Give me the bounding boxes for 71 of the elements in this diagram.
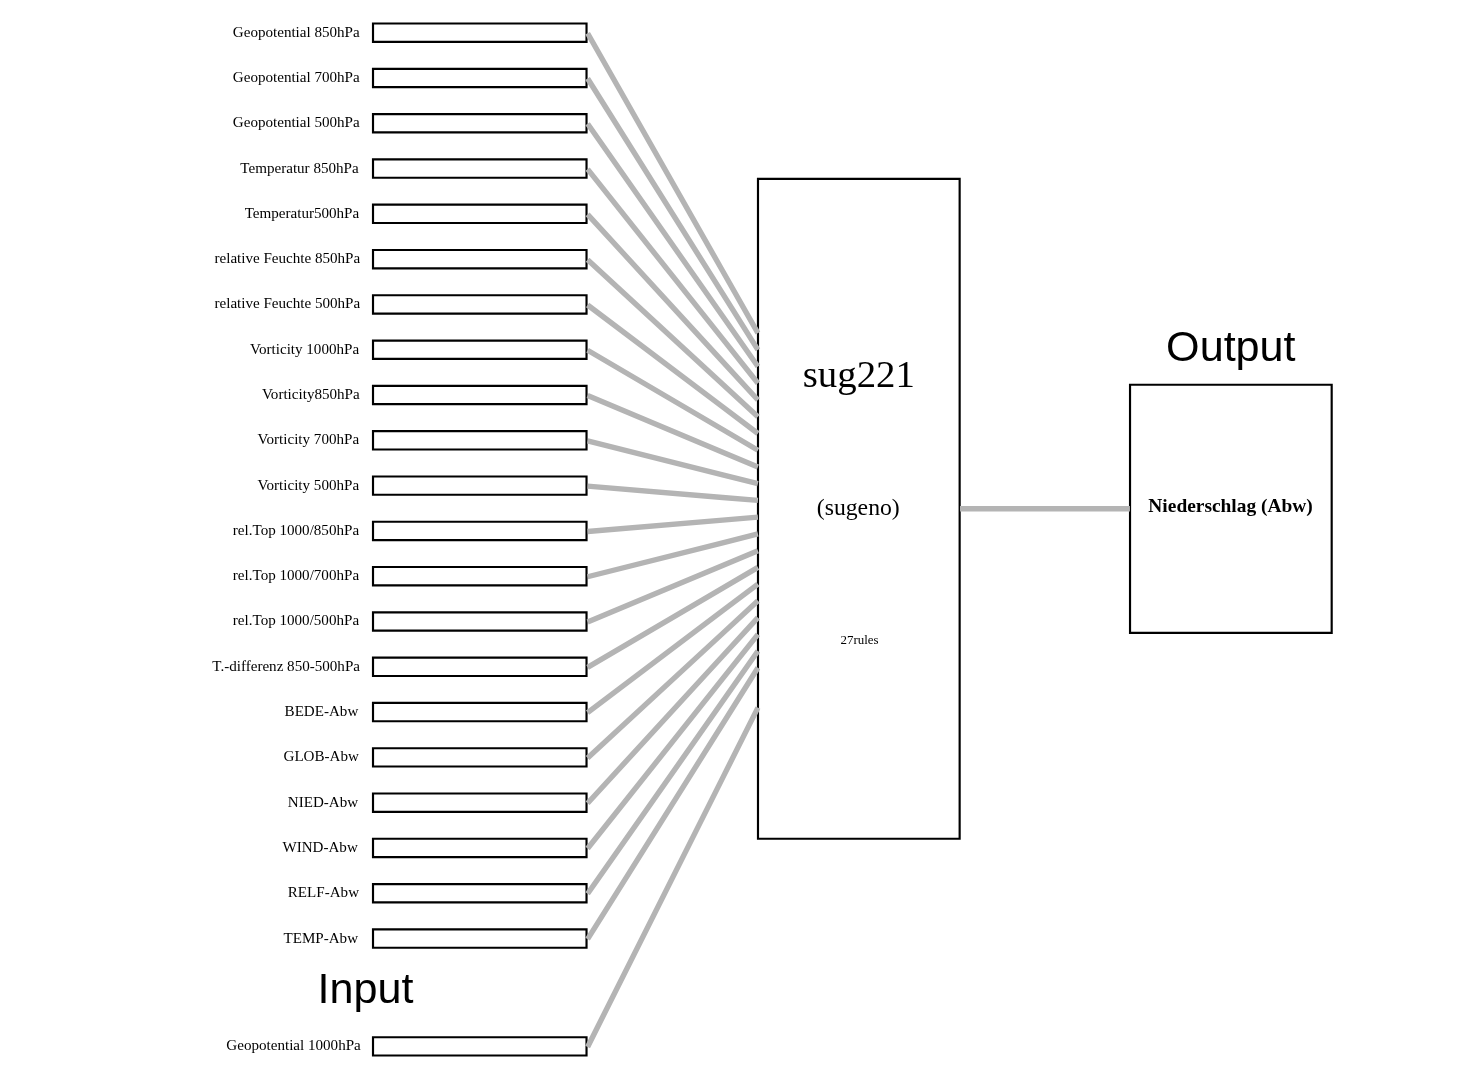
node-label: Vorticity 700hPa	[257, 431, 359, 448]
connector	[584, 666, 760, 941]
node-box	[371, 611, 588, 632]
node-box	[371, 248, 588, 270]
connector	[586, 438, 759, 487]
connector	[585, 581, 760, 715]
connector	[585, 598, 760, 760]
node-label: WIND-Abw	[281, 838, 358, 855]
node-box	[371, 520, 588, 542]
node-box	[371, 1036, 588, 1057]
node-label: Geopotential 500hPa	[232, 114, 360, 131]
connector	[585, 615, 760, 805]
connector	[585, 167, 760, 385]
node-label: relative Feuchte 850hPa	[213, 250, 360, 267]
node-box	[371, 203, 588, 225]
node-box	[371, 656, 588, 678]
connector	[585, 632, 760, 851]
node-label: rel.Top 1000/700hPa	[232, 567, 359, 584]
node-box	[371, 158, 588, 179]
connector	[584, 706, 760, 1049]
node-box: Niederschlag (Abw)	[1128, 383, 1333, 634]
node-label: T.-differenz 850-500hPa	[211, 657, 360, 674]
connector	[585, 302, 760, 436]
node-label: Temperatur 850hPa	[239, 159, 359, 176]
node-label: relative Feuchte 500hPa	[213, 295, 360, 312]
connector	[584, 77, 760, 352]
connector	[585, 212, 760, 402]
connector	[584, 122, 760, 369]
node-label: Vorticity 1000hPa	[249, 340, 359, 357]
node-label: TEMP-Abw	[283, 929, 358, 946]
connector	[586, 514, 758, 535]
node-label: NIED-Abw	[287, 793, 358, 810]
connector	[585, 347, 759, 453]
node-label: Geopotential 1000hPa	[225, 1037, 361, 1054]
node-box	[371, 565, 588, 587]
node-box	[371, 701, 588, 723]
label: Output	[1165, 322, 1296, 371]
node-box	[371, 747, 588, 768]
label: Input	[317, 963, 413, 1012]
connector	[586, 548, 759, 625]
connector	[586, 483, 758, 504]
node-label: RELF-Abw	[287, 884, 359, 901]
node-box	[371, 67, 588, 89]
connector	[585, 565, 759, 670]
connector	[585, 257, 760, 419]
node-label: Geopotential 700hPa	[232, 68, 360, 85]
node-label: Vorticity850hPa	[261, 386, 360, 403]
connector	[586, 393, 759, 470]
node-label: Vorticity 500hPa	[257, 476, 359, 493]
node-label: rel.Top 1000/500hPa	[232, 612, 359, 629]
node-box: sug221 (sugeno) 27rules	[756, 177, 961, 840]
node-box	[371, 430, 588, 451]
node-label: Temperatur500hPa	[244, 204, 359, 221]
connector	[584, 31, 760, 335]
node-box	[371, 22, 588, 43]
node-box	[371, 113, 588, 134]
node-box	[371, 837, 588, 859]
connector	[586, 531, 759, 580]
node-box	[371, 928, 588, 949]
node-box	[371, 883, 588, 904]
node-box	[371, 792, 588, 813]
node-label: rel.Top 1000/850hPa	[232, 521, 359, 538]
node-label: GLOB-Abw	[283, 748, 359, 765]
connector	[584, 649, 760, 896]
node-label: BEDE-Abw	[284, 703, 358, 720]
node-box	[371, 339, 588, 360]
node-box	[371, 475, 588, 496]
node-box	[371, 384, 588, 406]
node-label: Geopotential 850hPa	[232, 23, 360, 40]
connector	[959, 506, 1130, 512]
node-box	[371, 294, 588, 315]
